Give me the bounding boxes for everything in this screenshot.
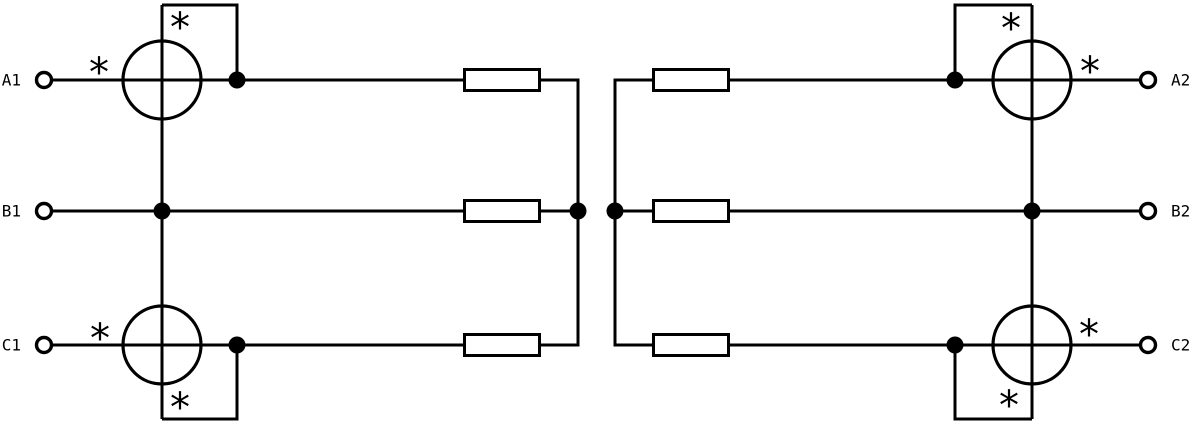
terminal-label-b2: B2: [1171, 202, 1190, 221]
terminal-label-a1: A1: [2, 71, 21, 90]
terminal-c1: [34, 335, 54, 355]
junction-dot: [1023, 202, 1041, 220]
terminal-c2: [1138, 335, 1158, 355]
polarity-mark-right-bottom-loop: *: [999, 383, 1019, 429]
polarity-mark-right-top-loop: *: [1001, 6, 1021, 52]
junction-dot: [946, 336, 964, 354]
polarity-mark-left-top-loop: *: [170, 5, 190, 51]
terminal-b1: [34, 201, 54, 221]
junction-dot-right-wye: [606, 202, 624, 220]
resistor-left-phase-b: [463, 199, 541, 223]
terminal-label-c1: C1: [2, 336, 21, 355]
polarity-mark-right-a-line: *: [1080, 49, 1100, 95]
wattmeter-left-phase-a-icon: [121, 39, 203, 121]
terminal-label-c2: C2: [1171, 336, 1190, 355]
polarity-mark-left-bottom-loop: *: [170, 385, 190, 431]
wattmeter-right-phase-a-icon: [991, 39, 1073, 121]
terminal-a1: [34, 70, 54, 90]
polarity-mark-left-a-line: *: [89, 50, 109, 96]
terminal-b2: [1138, 201, 1158, 221]
junction-dot: [228, 71, 246, 89]
resistor-right-phase-a: [652, 68, 730, 92]
resistor-left-phase-c: [463, 333, 541, 357]
resistor-right-phase-c: [652, 333, 730, 357]
polarity-mark-left-c-line: *: [90, 316, 110, 362]
junction-dot: [228, 336, 246, 354]
terminal-label-b1: B1: [2, 202, 21, 221]
left-bottom-polarity-loop: [162, 345, 239, 421]
resistor-left-phase-a: [463, 68, 541, 92]
terminal-a2: [1138, 70, 1158, 90]
junction-dot-left-wye: [569, 202, 587, 220]
left-circuit: A1 B1 C1 * * * *: [2, 3, 587, 431]
terminal-label-a2: A2: [1171, 71, 1190, 90]
polarity-mark-right-c-line: *: [1079, 312, 1099, 358]
resistor-right-phase-b: [652, 199, 730, 223]
right-bottom-polarity-loop: [953, 345, 1032, 421]
junction-dot: [153, 202, 171, 220]
wattmeter-left-phase-c-icon: [121, 304, 203, 386]
left-top-polarity-loop: [162, 3, 239, 80]
right-circuit: A2 B2 C2 * * * *: [606, 3, 1190, 429]
right-top-polarity-loop: [953, 3, 1032, 80]
junction-dot: [946, 71, 964, 89]
wattmeter-right-phase-c-icon: [991, 304, 1073, 386]
